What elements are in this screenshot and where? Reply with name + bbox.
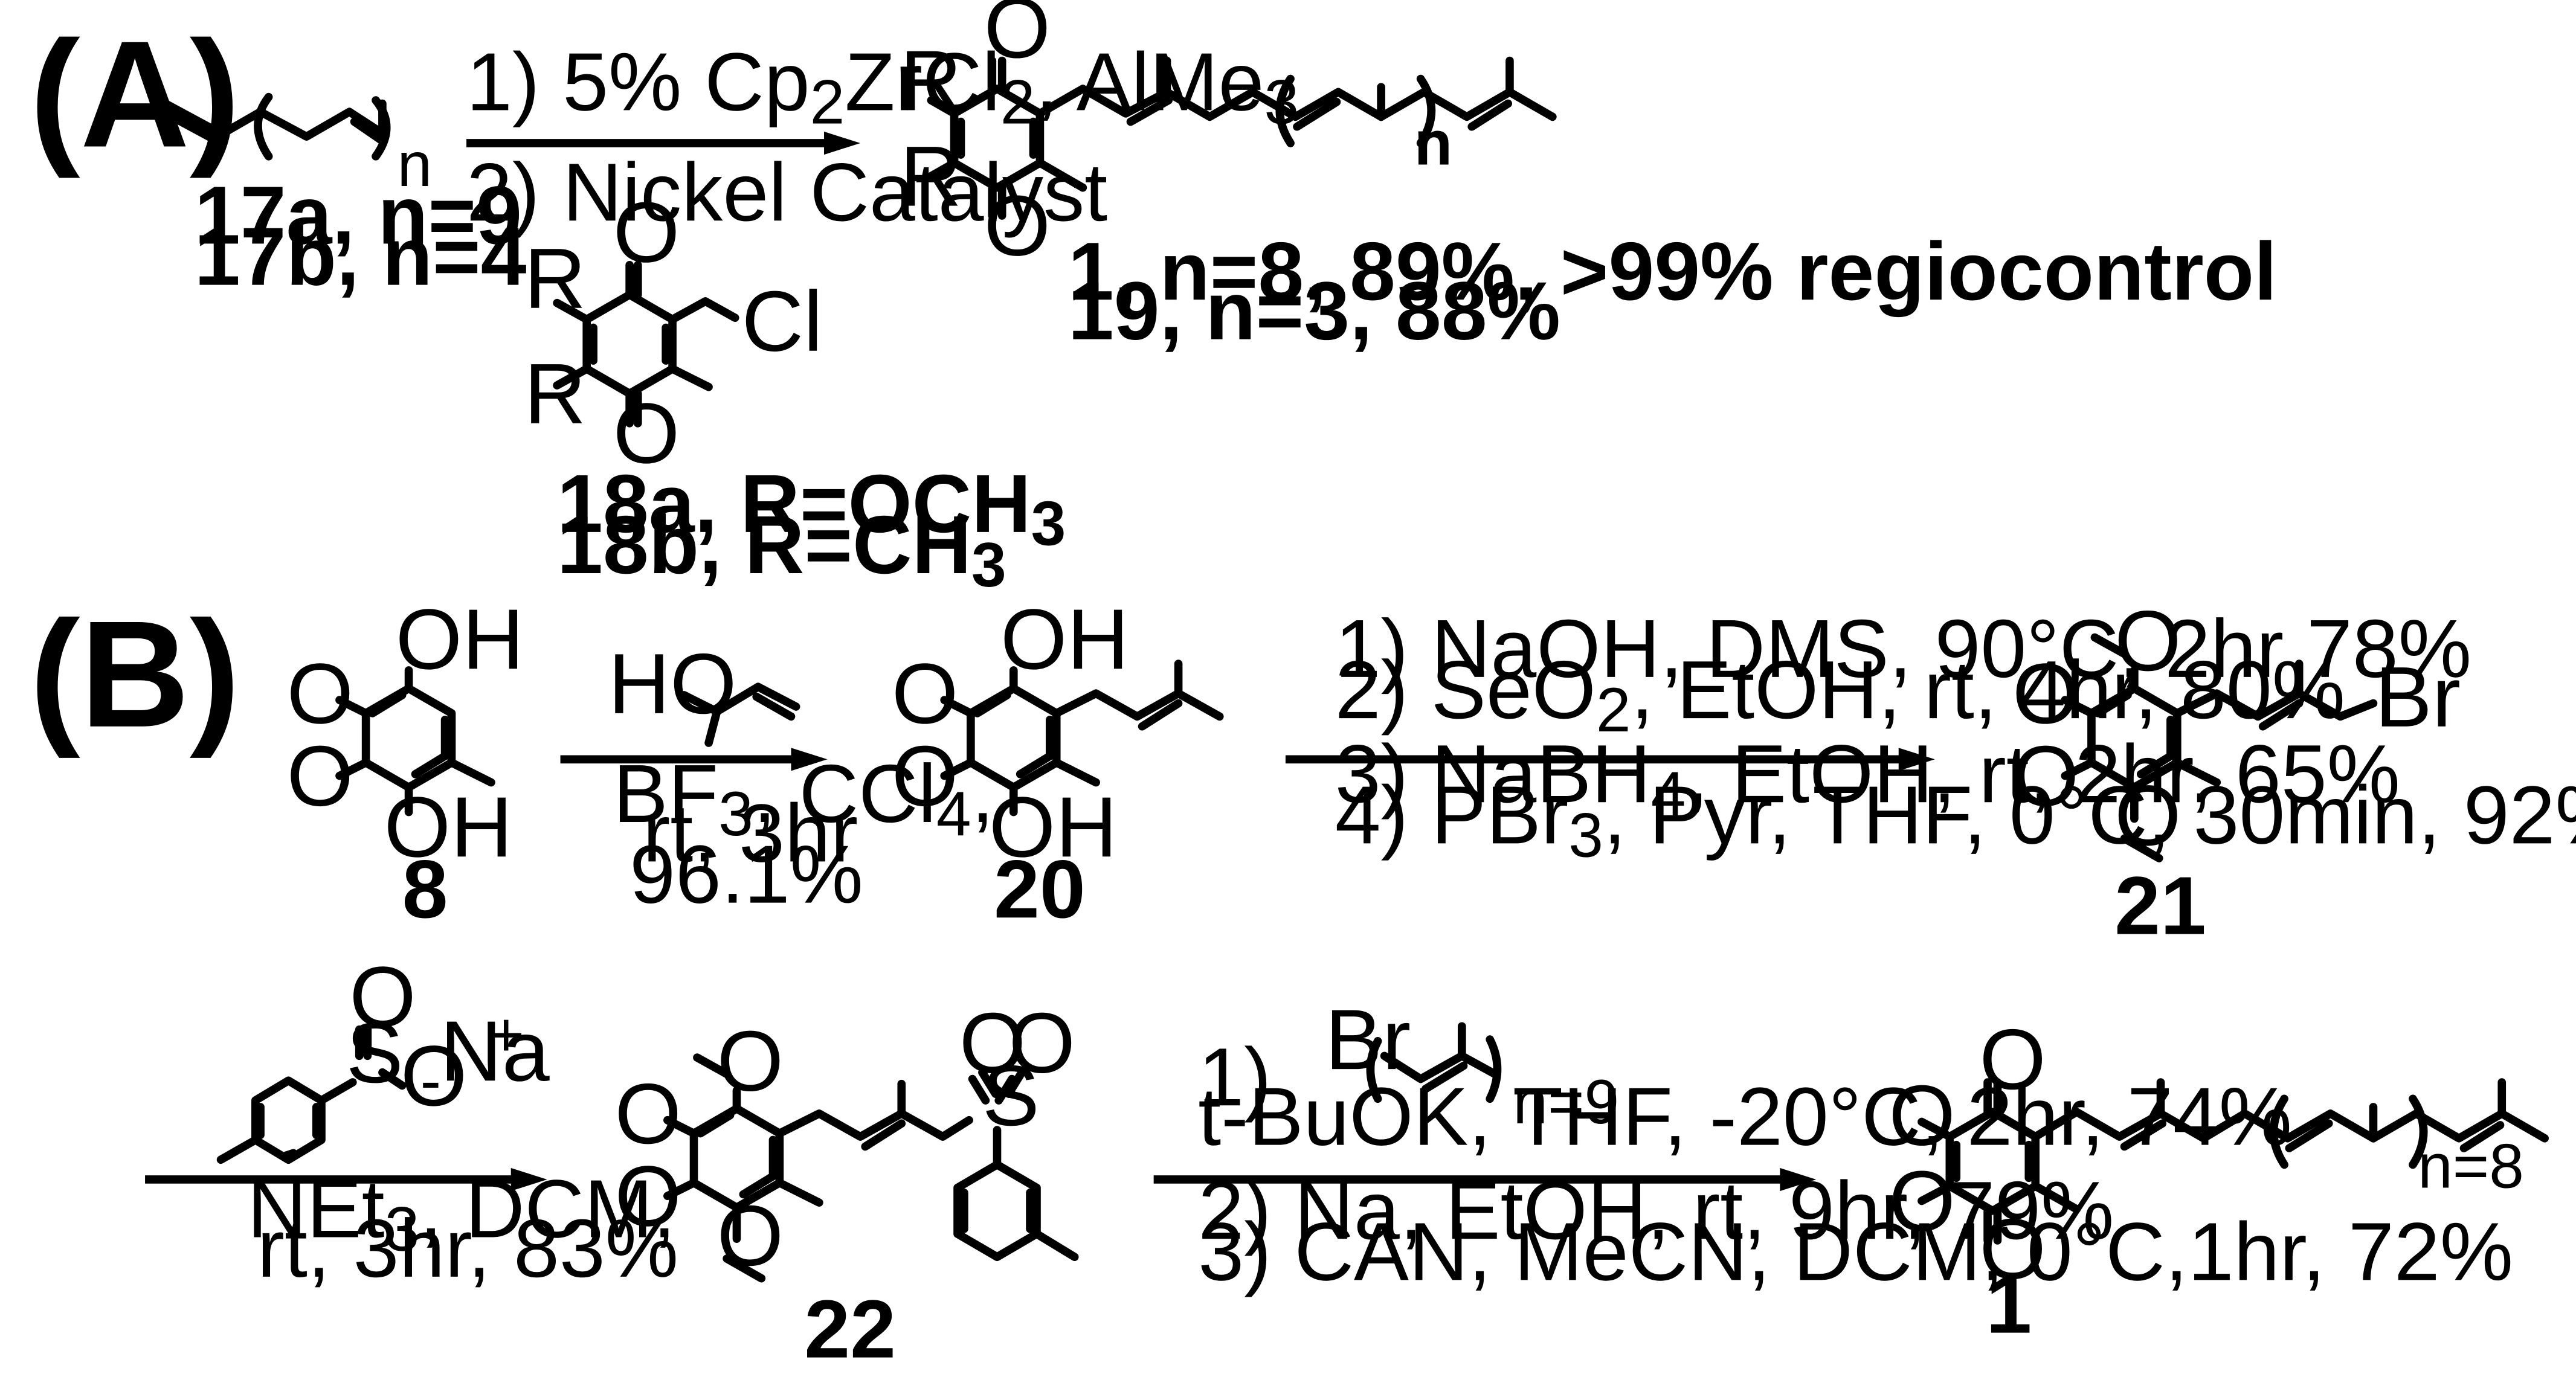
arrow-coupling [1153,1167,1817,1192]
atom-cl: Cl [742,274,823,370]
atom-o-2: O [2012,729,2079,824]
atom-oh-bottom: OH [384,780,513,875]
arrow-a [466,131,861,155]
condition-prenylation-2: rt, 3hr [643,787,858,879]
repeat-n: n [1414,108,1452,178]
product-1-19-structure: O O R R n [900,0,1557,274]
atom-o-top: O [717,1014,784,1109]
atom-r-1: R [900,33,962,129]
alkyne-17-structure: n [149,92,432,199]
atom-o-s2: O [1009,996,1075,1091]
condition-multistep-3: 3) NaBH4, EtOH, rt, 2hr, 65% [1335,728,2400,829]
label-17a: 17a, n=9 [195,169,522,261]
atom-o-bottom: O [984,179,1051,274]
atom-o-s1: O [959,996,1026,1091]
condition-prenylation-3: 96.1% [630,829,863,920]
prenyl-reagent: HO [608,637,800,747]
svg-text:Na: Na [440,1004,549,1099]
atom-o-1: O [615,1067,681,1162]
atom-o-2: O [615,1149,681,1244]
compound-8-structure: OH OH O O [287,592,524,875]
coq10-product-structure: O O O O n=8 [1889,1012,2549,1297]
atom-oh-top: OH [396,592,524,687]
atom-o-bottom: O [2114,768,2181,864]
compound-20-structure: OH OH O O [892,592,1224,875]
svg-text:O: O [401,1029,467,1124]
atom-oh-bottom: OH [989,780,1118,875]
repeat-n8: n=8 [2418,1131,2524,1201]
label-compound-22: 22 [804,1283,896,1375]
svg-text:-: - [420,1045,442,1115]
label-compound-1: 1 [1986,1259,2032,1350]
svg-text:O: O [349,949,416,1045]
condition-multistep-1: 1) NaOH, DMS, 90°C, 2hr 78% [1335,603,2471,695]
condition-prenylation-1: BF3, CCl4, [613,748,994,849]
condition-coupling-step1-number: 1) [1198,1031,1271,1123]
atom-o-1: O [287,646,353,742]
arrow-prenylation [560,748,828,771]
compound-22-structure: O O O O S O O [615,996,1079,1284]
atom-r-1: R [524,231,586,327]
atom-o-bottom: O [1979,1202,2046,1297]
atom-s: S [982,1048,1040,1144]
atom-r-2: R [524,347,586,442]
svg-text:+: + [488,999,525,1069]
label-product-1: 1, n=8, 89%, >99% regiocontrol [1068,225,2277,317]
panel-b-label: (B) [30,590,240,759]
arrow-sulfonylation [145,1167,547,1192]
sulfinate-reagent: O S O - Na + [216,949,550,1164]
condition-sulfinate-2: rt, 3hr, 83% [257,1202,678,1294]
atom-o-2: O [1889,1154,1955,1250]
svg-text:n=9: n=9 [1513,1067,1619,1137]
condition-coupling-3: 3) CAN, MeCN, DCM, 0°C,1hr, 72% [1198,1205,2513,1297]
condition-multistep-4: 4) PBr3, Pyr, THF, 0°C, 30min, 92% [1335,769,2576,870]
atom-o-1: O [892,646,958,742]
atom-o-2: O [287,729,353,824]
condition-a-step1: 1) 5% Cp2ZrCl2, AlMe3 [466,36,1299,136]
svg-text:S: S [346,1006,404,1101]
label-compound-8: 8 [402,843,448,935]
condition-coupling-1: t-BuOK, THF, -20°C, 2hr, 74% [1198,1071,2292,1163]
condition-multistep-2: 2) SeO2, EtOH, rt, 4hr, 80% [1335,644,2345,745]
atom-o-bottom: O [717,1189,784,1284]
repeat-n: n [397,129,432,199]
condition-sulfinate-1: NEt3, DCM, [247,1163,675,1263]
atom-br: Br [2375,650,2461,745]
atom-o-bottom: O [613,386,680,481]
label-product-19: 19, n=3, 88% [1068,265,1560,357]
atom-o-top: O [613,185,680,280]
label-18b: 18b, R=CH3 [557,499,1006,600]
atom-o-top: O [984,0,1051,76]
arrow-multistep [1285,748,1935,771]
atom-o-2: O [892,729,958,824]
atom-oh-top: OH [1000,592,1129,687]
compound-21-structure: O O O O Br [2012,594,2461,864]
atom-o-1: O [2012,646,2079,742]
label-17b: 17b, n=4 [195,211,527,303]
panel-a-label: (A) [30,10,240,179]
atom-o-top: O [1979,1012,2046,1108]
label-compound-20: 20 [994,843,1086,935]
label-compound-21: 21 [2114,859,2206,951]
atom-o-top: O [2114,594,2181,689]
atom-r-2: R [900,129,962,225]
label-18a: 18a, R=OCH3 [557,458,1066,559]
atom-o-1: O [1889,1068,1955,1164]
prenyl-bromide-reagent: Br n=9 [1325,992,1619,1137]
quinone-18-structure: O O R R Cl [524,185,823,481]
condition-coupling-2: 2) Na, EtOH, rt, 9hr, 79% [1198,1164,2114,1256]
